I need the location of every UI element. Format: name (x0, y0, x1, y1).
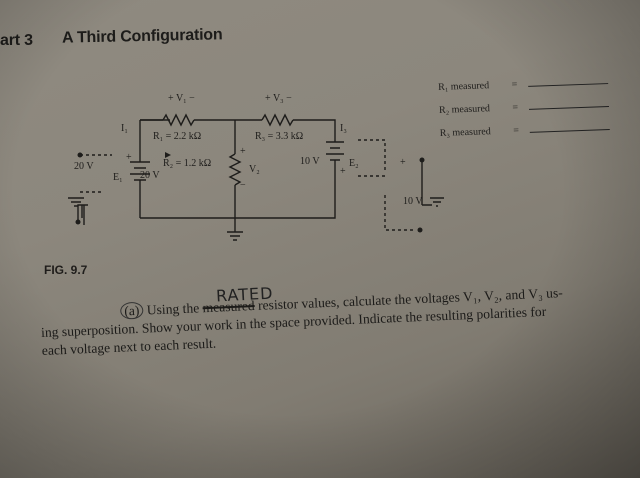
e2-value: 10 V (300, 156, 320, 167)
i1-label: I₁ (121, 123, 128, 134)
e2-plus: + (340, 166, 346, 177)
measured-row-label: R₃ measured (439, 126, 491, 139)
e1-label: E₁ (113, 172, 123, 183)
measured-row-equals: = (511, 79, 518, 91)
v2-minus: − (240, 180, 246, 191)
right-plus: + (400, 157, 406, 168)
right-dashed-bottom (384, 195, 415, 231)
v2-plus: + (240, 146, 246, 157)
right-ground-symbol (422, 197, 444, 207)
left-terminal-top (77, 152, 83, 158)
right-source-value: 10 V (403, 196, 423, 207)
e2-label: E₂ (349, 158, 359, 169)
part-label: art 3 (0, 32, 33, 49)
left-source-value: 20 V (74, 161, 94, 172)
arrow-left (165, 152, 171, 158)
e2-battery (326, 141, 344, 161)
e1-value: 20 V (140, 170, 160, 181)
v1-label: + V₁ − (168, 93, 195, 104)
left-ground (77, 204, 88, 225)
left-ground-symbol (68, 197, 84, 207)
question-text: (a) Using the measured resistor values, … (40, 281, 636, 360)
r1-resistor (162, 113, 195, 127)
r3-resistor (261, 113, 294, 127)
measured-answer-line[interactable] (527, 83, 608, 87)
left-terminal-bottom (75, 219, 81, 225)
measured-answer-line[interactable] (528, 106, 609, 110)
r2-label: R₂ = 1.2 kΩ (163, 158, 211, 169)
right-terminal-bottom (417, 227, 423, 233)
right-dashed-lead (358, 139, 386, 172)
part-letter: (a) (119, 301, 144, 320)
measured-row-label: R₂ measured (438, 103, 491, 116)
wire-bottom (140, 160, 336, 219)
section-title: A Third Configuration (61, 26, 223, 47)
figure-label: FIG. 9.7 (44, 263, 88, 277)
e1-battery (130, 161, 150, 181)
i3-label: I₃ (340, 123, 347, 134)
measured-row-label: R₁ measured (438, 80, 490, 93)
r2-resistor (228, 153, 242, 186)
question-text-start: Using the (146, 300, 203, 318)
circuit-diagram: + V₁ − + V₃ − R₁ = 2.2 kΩ R₃ = 3.3 kΩ R₂… (68, 93, 444, 241)
wire-r3-right (293, 119, 336, 142)
v3-label: + V₃ − (265, 93, 292, 104)
right-terminal-top (419, 157, 425, 163)
e1-plus: + (126, 152, 132, 163)
ground-symbol-main (227, 218, 243, 241)
measured-row-equals: = (512, 102, 519, 114)
r1-label: R₁ = 2.2 kΩ (153, 131, 201, 142)
v2-label: V₂ (249, 164, 260, 175)
r3-label: R₃ = 3.3 kΩ (255, 131, 303, 142)
struck-word: measured (202, 298, 255, 316)
measured-answer-line[interactable] (529, 129, 610, 133)
measured-row-equals: = (513, 125, 520, 137)
